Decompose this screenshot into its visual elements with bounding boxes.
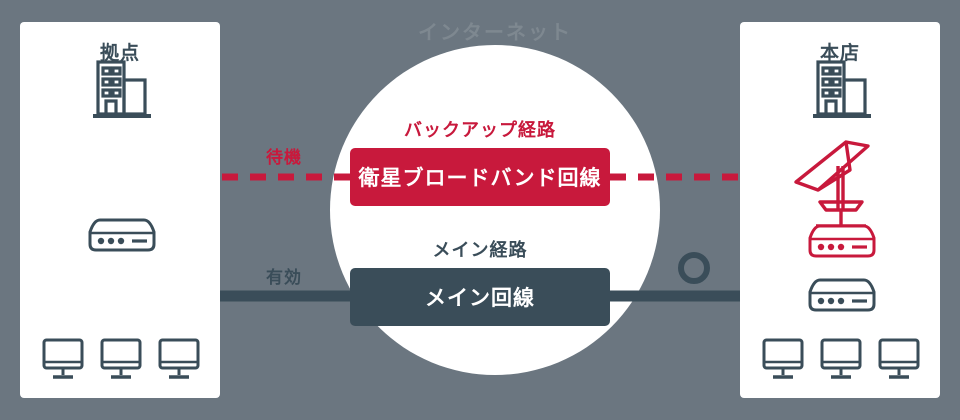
router-icon xyxy=(808,278,876,312)
headquarters-site-title: 本店 xyxy=(819,43,860,64)
router-icon xyxy=(808,224,876,258)
monitor-icon xyxy=(878,338,920,379)
branch-workstations xyxy=(40,336,202,382)
monitor-icon xyxy=(42,338,84,379)
branch-site-title: 拠点 xyxy=(99,43,140,64)
internet-cloud-label: インターネット xyxy=(418,22,572,44)
satellite-dish-icon xyxy=(794,140,870,228)
ring-marker-icon xyxy=(678,252,710,284)
headquarters-workstations xyxy=(760,336,922,382)
main-route-state-label: 有効 xyxy=(266,268,302,287)
main-route-caption: メイン経路 xyxy=(432,240,528,260)
backup-route-caption: バックアップ経路 xyxy=(404,120,556,140)
building-icon xyxy=(813,60,871,118)
backup-route-state-label: 待機 xyxy=(266,148,302,167)
monitor-icon xyxy=(158,338,200,379)
monitor-icon xyxy=(820,338,862,379)
building-icon xyxy=(93,60,151,118)
router-icon xyxy=(88,218,156,252)
monitor-icon xyxy=(762,338,804,379)
monitor-icon xyxy=(100,338,142,379)
main-route-box: メイン回線 xyxy=(350,268,610,326)
backup-route-box: 衛星ブロードバンド回線 xyxy=(350,148,610,206)
